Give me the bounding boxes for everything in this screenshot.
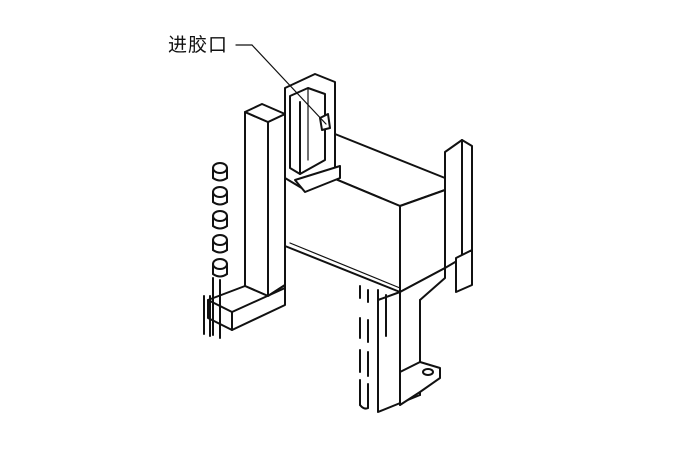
right-pins (359, 285, 434, 410)
inlet-callout-label: 进胶口 (168, 34, 229, 56)
left-pins (203, 162, 228, 339)
callout-leader (235, 44, 327, 125)
gate-tower (284, 73, 341, 193)
